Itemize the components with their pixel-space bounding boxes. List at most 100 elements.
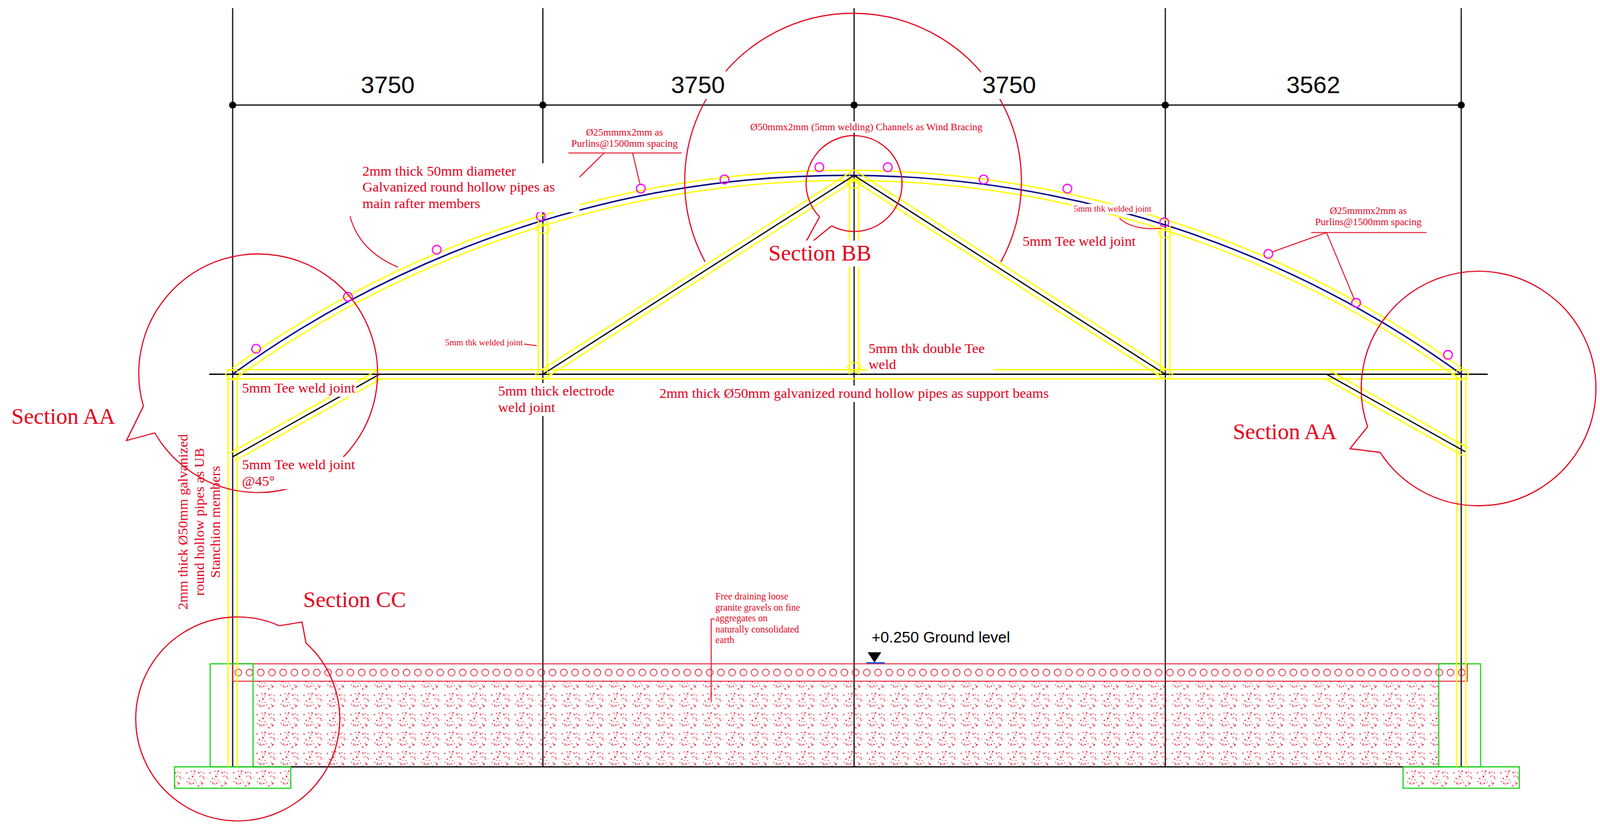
dimension-node [1161,101,1170,109]
annotation-label: 5mm Tee weld joint @45° [240,456,362,490]
member-centreline [232,374,380,457]
grid-line [1164,8,1167,767]
annotation-label: 2mm thick Ø50mm galvanized round hollow … [657,385,1050,403]
pad-footing [174,766,291,789]
member-outline [848,175,851,375]
weld-mark [847,362,862,372]
purlin-section [814,162,824,172]
stanchion-pocket [210,663,254,767]
annotation-label: 5mm Tee weld joint [240,380,357,397]
leader-line [1272,232,1327,252]
grid-line [1460,8,1463,767]
leader-line [710,619,713,702]
ground-level-label: +0.250 Ground level [870,629,1012,647]
weld-mark [1158,369,1173,379]
weld-mark [535,369,551,379]
callout-tail [1350,426,1381,453]
purlin-section [536,211,546,221]
member-outline [545,179,857,378]
purlin-section [1263,249,1273,259]
annotation-label: 5mm thk welded joint [443,337,525,348]
member-outline [227,374,229,767]
weld-mark [1453,369,1468,379]
leader-line [1119,218,1162,229]
weld-mark [225,369,240,379]
purlin-section [979,175,989,184]
detail-outline [684,12,1022,262]
leader-line [1311,232,1427,234]
dimension-line [232,104,1462,106]
dimension-text: 3562 [1285,71,1342,100]
member-centreline [854,175,1166,375]
level-marker [868,652,881,663]
weld-mark [847,179,862,189]
leader-line [350,216,398,268]
member-outline [1456,374,1458,767]
annotation-label: 2mm thick Ø50mm galvanized round hollow … [174,425,224,620]
annotation-label: 2mm thick 50mm diameter Galvanized round… [361,163,580,213]
grid-line [232,8,234,767]
member-outline [1328,370,1468,448]
annotation-label: Ø50mmx2mm (5mm welding) Channels as Wind… [749,121,984,134]
leader-line [632,152,640,184]
member-outline [546,220,548,375]
dimension-text: 3750 [669,71,726,100]
purlin-section [1159,218,1169,227]
member-outline [857,175,859,375]
stanchion-pocket [1439,663,1481,767]
member-outline [234,378,382,462]
annotation-label: 5mm Tee weld joint [1021,233,1138,250]
leader-line [1326,232,1355,299]
member-outline [1464,374,1467,767]
purlin-section [636,184,646,194]
dimension-text: 3750 [980,71,1037,100]
dimension-node [539,101,547,109]
member-outline [537,220,539,375]
purlin-section [883,162,892,172]
member-outline [236,374,238,767]
weld-mark [535,224,551,233]
weld-mark [1158,228,1173,238]
section-title: Section AA [10,403,117,430]
gravel-layer [232,663,1468,681]
annotation-label: Ø25mmmx2mm as Purlins@1500mm spacing [1308,205,1430,229]
purlin-section [1351,298,1361,308]
callout-tail [126,406,156,441]
annotation-label: Free draining loose granite gravels on f… [714,591,805,646]
member-centreline [542,175,855,375]
member-outline [230,370,378,453]
section-callout [1361,271,1596,506]
purlin-section [1062,184,1072,194]
level-line [866,662,885,664]
annotation-label: 5mm thk welded joint [1072,203,1153,215]
leader-line [568,152,682,154]
member-outline [851,179,1164,378]
member-outline [226,378,1468,380]
member-outline [540,171,852,371]
annotation-label: Ø25mmmx2mm as Purlins@1500mm spacing [564,126,686,150]
section-callout [135,617,340,822]
pad-footing [1403,766,1520,789]
dimension-node [229,101,237,109]
callout-tail [279,621,306,644]
annotation-label: 5mm thk double Tee weld [867,340,994,374]
beam-centreline [209,373,1488,375]
section-title: Section CC [301,587,407,614]
member-outline [1160,225,1162,375]
member-outline [1324,378,1463,456]
dimension-node [1457,101,1465,109]
purlin-section [1443,350,1453,360]
section-title: Section BB [767,240,873,267]
formation-line [232,766,1462,768]
dimension-text: 3750 [359,71,416,100]
section-title: Section AA [1231,419,1338,446]
section-callout [805,135,902,232]
earth-fill [252,681,1439,767]
member-outline [226,369,1468,371]
member-centreline [1326,374,1465,452]
annotation-label: 5mm thick electrode weld joint [496,383,624,416]
dimension-node [850,101,858,109]
purlin-section [719,175,729,184]
purlin-section [432,245,441,255]
